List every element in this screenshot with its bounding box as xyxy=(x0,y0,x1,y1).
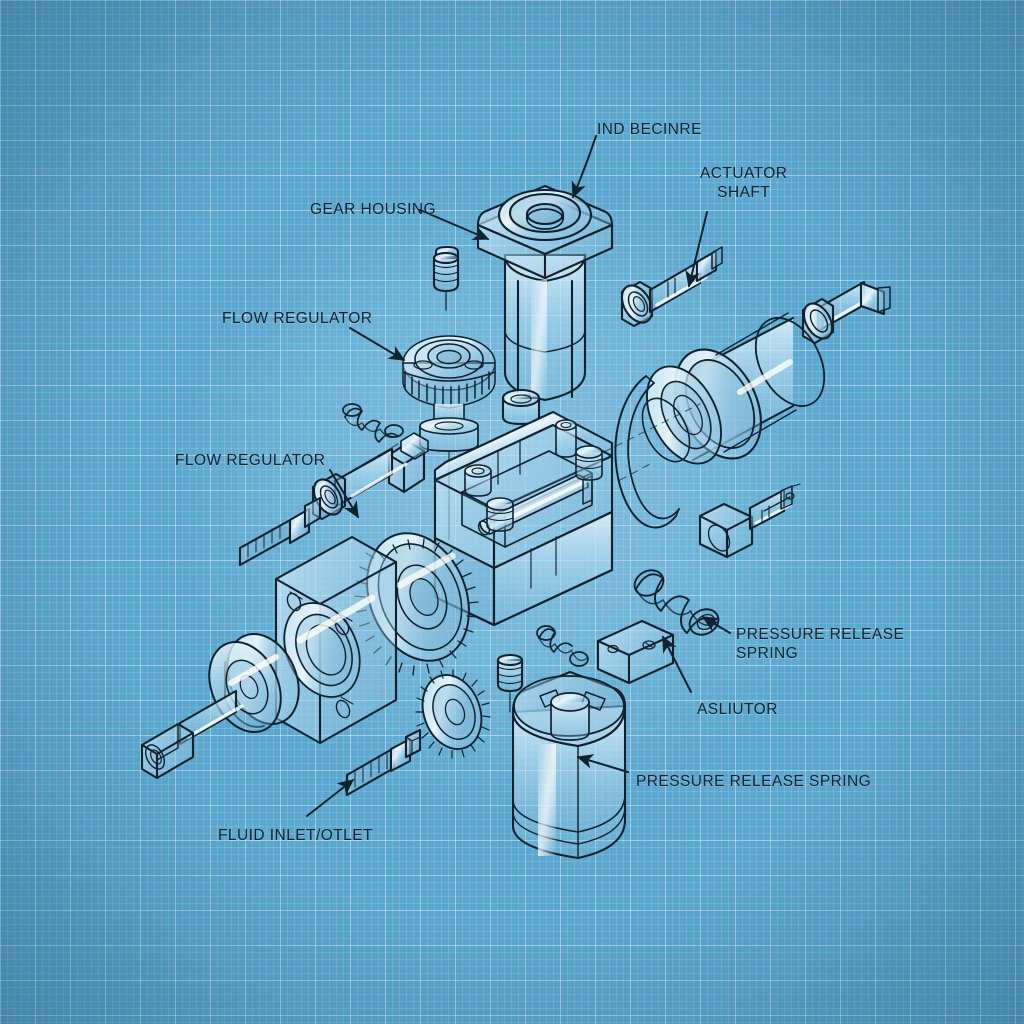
centerlines xyxy=(603,403,701,481)
callout-flow-regulator-lower: FLOW REGULATOR xyxy=(175,451,325,470)
callout-actuator: ASLIUTOR xyxy=(697,700,778,719)
callout-gear-housing: GEAR HOUSING xyxy=(310,200,436,219)
leader-gear-housing xyxy=(419,209,490,241)
frame-stud-top-left xyxy=(464,464,492,497)
frame-port-top xyxy=(555,419,577,458)
part-threaded-bolt-left xyxy=(238,496,322,567)
part-actuator-shaft-bolt xyxy=(620,246,723,328)
part-idler-gear-small xyxy=(415,669,491,759)
part-set-screw-a xyxy=(432,245,460,311)
leader-pressure-release-spring-right xyxy=(701,616,731,634)
leader-actuator-shaft xyxy=(685,211,708,288)
part-plug-cap xyxy=(501,388,541,426)
part-retaining-ring xyxy=(614,375,691,529)
leader-flow-regulator-upper xyxy=(349,327,406,361)
frame-stud-right xyxy=(575,445,603,481)
leader-end-bearing xyxy=(571,135,597,199)
leader-fluid-inlet-outlet xyxy=(306,779,355,817)
part-relief-spring-small-upper xyxy=(342,403,404,443)
leader-flow-regulator-lower xyxy=(329,469,359,519)
part-pump-cartridge xyxy=(511,670,627,860)
part-pump-body-frame xyxy=(433,410,614,627)
part-regulator-gear xyxy=(402,335,496,541)
part-detail-screw-right xyxy=(763,492,795,512)
part-relief-spring-small xyxy=(536,625,589,667)
callout-pressure-release-spring-right: PRESSURE RELEASE SPRING xyxy=(736,625,904,664)
callout-actuator-shaft: ACTUATOR SHAFT xyxy=(700,164,787,203)
part-actuator-block xyxy=(596,619,675,685)
callout-fluid-inlet-outlet: FLUID INLET/OTLET xyxy=(218,826,373,845)
leader-actuator xyxy=(662,635,692,693)
part-drive-shaft xyxy=(140,633,300,780)
part-set-screw-b xyxy=(496,653,524,713)
part-bearing-race-small xyxy=(646,365,722,465)
part-gear-housing-cylinder xyxy=(476,184,614,402)
callout-end-bearing: IND BECINRE xyxy=(597,120,702,139)
callout-flow-regulator-upper: FLOW REGULATOR xyxy=(222,309,372,328)
part-mounting-flange xyxy=(274,535,398,745)
leader-pressure-release-spring-bottom xyxy=(576,754,629,773)
part-shoulder-bolt-right xyxy=(801,280,891,345)
frame-stud-mid xyxy=(486,497,514,532)
part-flow-regulator-bolt xyxy=(311,432,429,521)
callout-pressure-release-spring-bottom: PRESSURE RELEASE SPRING xyxy=(636,772,871,791)
